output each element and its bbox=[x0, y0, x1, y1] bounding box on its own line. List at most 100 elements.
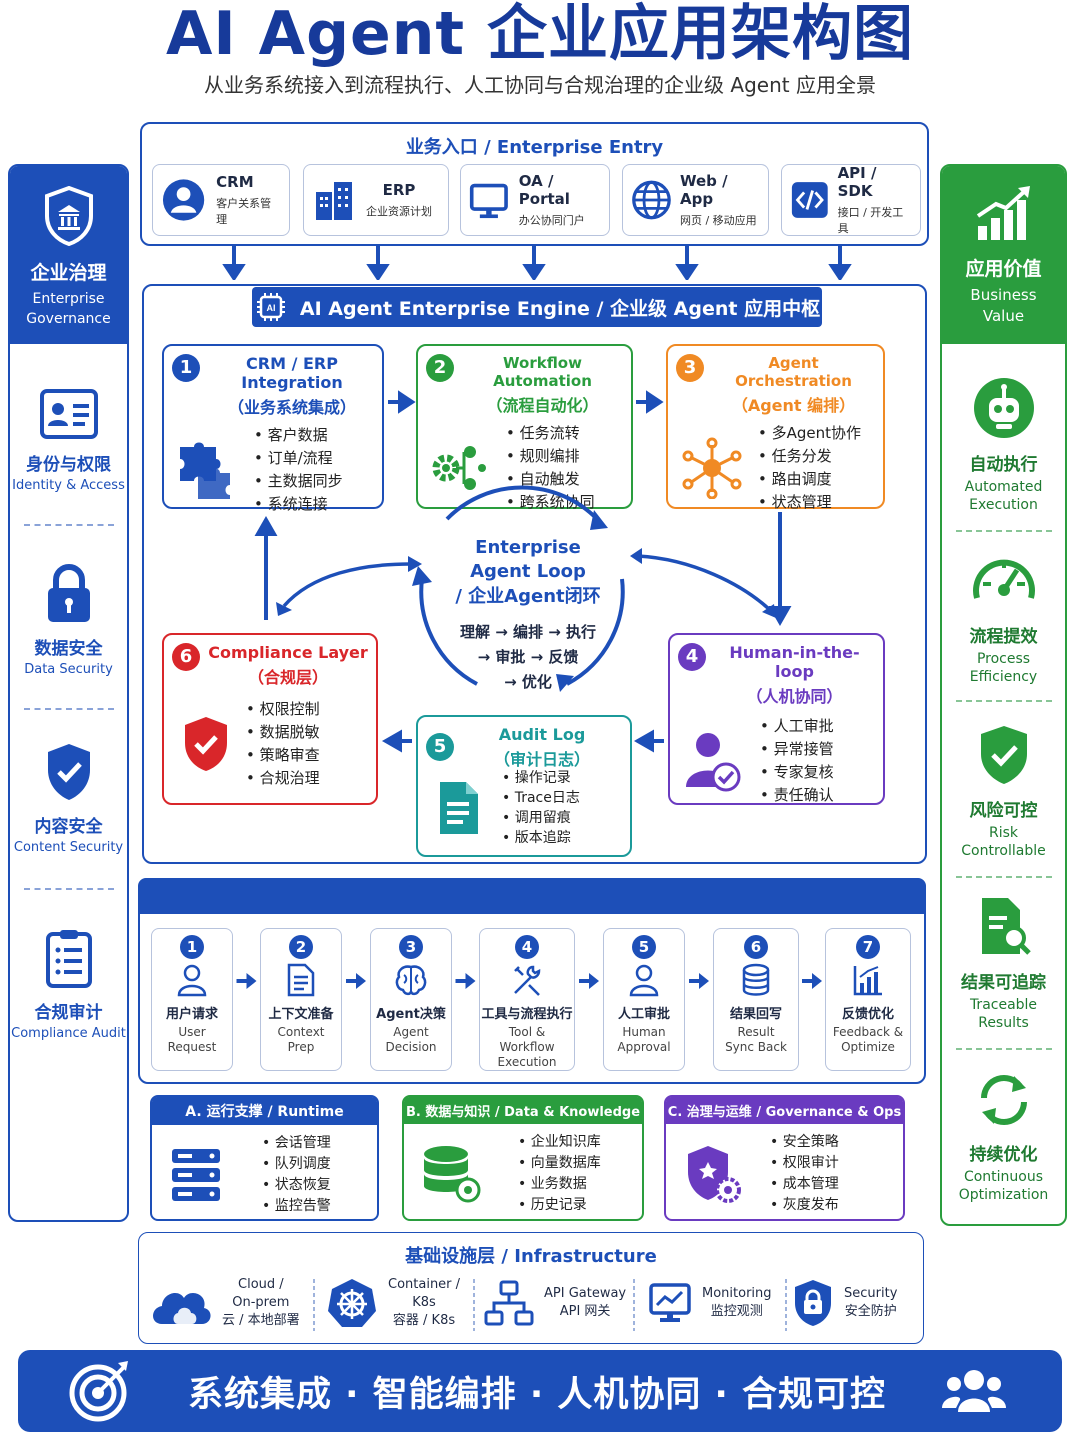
user-icon bbox=[162, 179, 205, 221]
module-subtitle: （Agent 编排） bbox=[731, 396, 856, 415]
module-agent-orchestration[interactable]: 3 Agent Orchestration （Agent 编排） 多Agent协… bbox=[666, 344, 885, 511]
monitor-chart-icon bbox=[649, 1283, 691, 1322]
agent-loop: Enterprise Agent Loop / 企业Agent闭环 理解 → 编… bbox=[410, 536, 646, 694]
entry-header: 业务入口 / Enterprise Entry bbox=[405, 137, 664, 158]
infra-label: 监控观测 bbox=[710, 1304, 763, 1319]
module-item: 订单/流程 bbox=[254, 447, 343, 470]
team-icon bbox=[942, 1370, 1006, 1412]
cloud-icon bbox=[153, 1292, 211, 1324]
support-governance-ops[interactable]: C. 治理与运维 / Governance & Ops 安全策略权限审计成本管理… bbox=[664, 1095, 905, 1221]
entry-name: OA / Portal bbox=[518, 172, 570, 208]
module-item: 专家复核 bbox=[760, 761, 834, 784]
step-sublabel: Human bbox=[622, 1025, 666, 1039]
module-title: Workflow Automation bbox=[493, 354, 592, 390]
module-audit-log[interactable]: 5 Audit Log （审计日志） 操作记录Trace日志调用留痕版本追踪 bbox=[416, 715, 632, 857]
value-item-sublabel: Process Efficiency bbox=[969, 651, 1038, 685]
value-item-label: 风险可控 bbox=[969, 801, 1038, 821]
module-number: 1 bbox=[172, 354, 200, 382]
step-number: 3 bbox=[399, 935, 423, 959]
brain-icon bbox=[371, 963, 451, 999]
loop-flow: → 优化 bbox=[504, 673, 552, 691]
step-number: 7 bbox=[856, 935, 880, 959]
support-item: 企业知识库 bbox=[518, 1132, 601, 1153]
infra-label: 安全防护 bbox=[844, 1304, 897, 1319]
value-item-risk: 风险可控 Risk Controllable bbox=[942, 724, 1065, 860]
infra-label: Cloud / bbox=[238, 1277, 284, 1292]
step-sublabel: Result bbox=[737, 1025, 775, 1039]
entry-desc: 企业资源计划 bbox=[366, 205, 432, 218]
support-item: 会话管理 bbox=[262, 1133, 331, 1154]
step-label: 人工审批 bbox=[617, 1007, 670, 1022]
module-workflow-automation[interactable]: 2 Workflow Automation （流程自动化） 任务流转规则编排自动… bbox=[416, 344, 633, 511]
step-number: 4 bbox=[515, 935, 539, 959]
left-sidebar: 企业治理 Enterprise Governance 身份与权限 Identit… bbox=[8, 164, 129, 1222]
infra-label: API Gateway bbox=[544, 1286, 627, 1301]
module-human-in-the-loop[interactable]: 4 Human-in-the-loop （人机协同） 人工审批异常接管专家复核责… bbox=[668, 633, 885, 805]
module-title: Agent Orchestration bbox=[735, 354, 852, 390]
module-item: 权限控制 bbox=[246, 698, 320, 721]
hierarchy-icon bbox=[484, 1280, 534, 1326]
step-label: 结果回写 bbox=[729, 1007, 782, 1022]
step-sublabel: Decision bbox=[385, 1040, 437, 1054]
document-icon bbox=[440, 782, 478, 834]
support-runtime[interactable]: A. 运行支撑 / Runtime 会话管理队列调度状态恢复监控告警 bbox=[150, 1095, 379, 1221]
step-arrows bbox=[236, 973, 822, 989]
side-item-content-security: 内容安全 Content Security bbox=[10, 742, 127, 856]
entry-arrows bbox=[222, 246, 852, 280]
doc-search-icon bbox=[981, 898, 1031, 955]
step-sublabel: Sync Back bbox=[725, 1040, 787, 1054]
entry-erp[interactable]: ERP 企业资源计划 bbox=[303, 164, 449, 236]
step-sublabel: Request bbox=[167, 1040, 217, 1054]
module-number: 6 bbox=[172, 643, 200, 671]
step-label: 反馈优化 bbox=[841, 1007, 894, 1022]
module-subtitle: （人机协同） bbox=[746, 687, 843, 706]
module-crm-erp-integration[interactable]: 1 CRM / ERP Integration （业务系统集成） 客户数据订单/… bbox=[162, 344, 384, 513]
flow-arrow-head bbox=[465, 973, 476, 989]
chart-icon bbox=[826, 963, 910, 999]
infra-label: 容器 / K8s bbox=[392, 1313, 456, 1328]
module-compliance-layer[interactable]: 6 Compliance Layer （合规层） 权限控制数据脱敏策略审查合规治… bbox=[162, 633, 378, 805]
loop-flow: → 审批 → 反馈 bbox=[477, 648, 579, 666]
lock-shield-icon bbox=[795, 1280, 831, 1326]
bar-chart-icon bbox=[976, 186, 1030, 240]
infra-label: On-prem bbox=[232, 1295, 290, 1310]
engine-title: AI Agent Enterprise Engine / 企业级 Agent 应… bbox=[299, 297, 821, 320]
loop-title: Agent Loop bbox=[470, 561, 586, 582]
module-item: 路由调度 bbox=[758, 468, 861, 491]
support-data-knowledge[interactable]: B. 数据与知识 / Data & Knowledge 企业知识库向量数据库业务… bbox=[402, 1095, 644, 1221]
support-header: C. 治理与运维 / Governance & Ops bbox=[666, 1097, 903, 1124]
entry-desc: 办公协同门户 bbox=[518, 214, 585, 227]
entry-name: ERP bbox=[382, 181, 416, 199]
database-icon bbox=[424, 1146, 481, 1203]
module-item: 规则编排 bbox=[506, 445, 595, 468]
side-item-sublabel: Content Security bbox=[13, 840, 124, 855]
support-item: 业务数据 bbox=[518, 1174, 601, 1195]
infra-header: 基础设施层 / Infrastructure bbox=[405, 1246, 657, 1267]
module-item: 调用留痕 bbox=[502, 808, 580, 828]
value-item-efficiency: 流程提效 Process Efficiency bbox=[942, 550, 1065, 686]
module-item: 数据脱敏 bbox=[246, 721, 320, 744]
module-item: 版本追踪 bbox=[502, 828, 580, 848]
entry-oa-portal[interactable]: OA / Portal 办公协同门户 bbox=[460, 164, 610, 236]
monitor-icon bbox=[469, 183, 508, 219]
id-card-icon bbox=[39, 389, 98, 439]
right-sidebar: 应用价值 Business Value 自动执行 Automated Execu… bbox=[940, 164, 1067, 1226]
value-item-sublabel: Risk Controllable bbox=[961, 825, 1046, 859]
module-subtitle: （业务系统集成） bbox=[227, 398, 356, 417]
support-item: 向量数据库 bbox=[518, 1153, 601, 1174]
side-item-label: 合规审计 bbox=[34, 1003, 103, 1023]
target-icon bbox=[69, 1361, 128, 1422]
